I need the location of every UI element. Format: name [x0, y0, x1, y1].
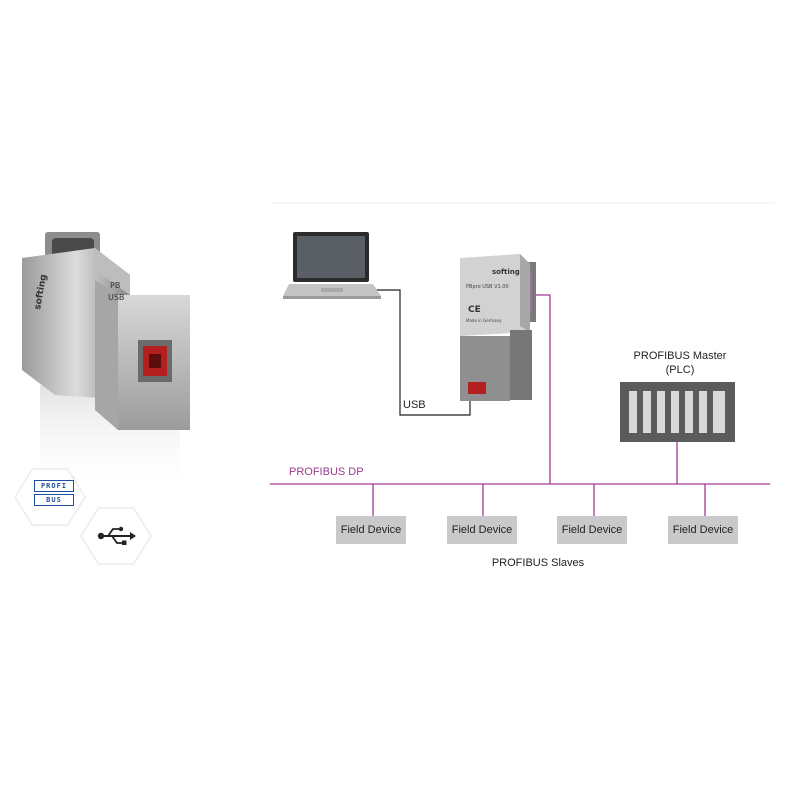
port-label-usb: USB — [108, 293, 124, 302]
field-device-4: Field Device — [668, 516, 738, 544]
adapter-model: PBpro USB V1.00 — [466, 284, 509, 290]
plc-label: (PLC) — [665, 364, 695, 376]
field-device-2: Field Device — [447, 516, 517, 544]
svg-text:CE: CE — [468, 305, 481, 315]
profibus-logo-top: PROFI — [34, 480, 74, 492]
adapter-device: softing PBpro USB V1.00 Made in Germany … — [460, 254, 536, 401]
adapter-brand: softing — [492, 268, 520, 276]
usb-icon — [97, 526, 136, 545]
product-photo: softing PB USB — [22, 232, 190, 495]
usb-cable — [370, 289, 471, 416]
plc-icon — [620, 382, 735, 442]
field-device-1: Field Device — [336, 516, 406, 544]
profibus-dp-label: PROFIBUS DP — [289, 466, 364, 478]
port-label-pb: PB — [110, 281, 120, 290]
laptop-icon — [283, 232, 381, 299]
adapter-made-in: Made in Germany — [466, 318, 502, 323]
profibus-slaves-label: PROFIBUS Slaves — [491, 557, 585, 569]
field-device-3: Field Device — [557, 516, 627, 544]
profibus-logo-bottom: BUS — [34, 494, 74, 506]
usb-label: USB — [403, 399, 426, 411]
profibus-master-label: PROFIBUS Master — [633, 350, 727, 362]
adapter-bus-drop — [533, 294, 551, 484]
